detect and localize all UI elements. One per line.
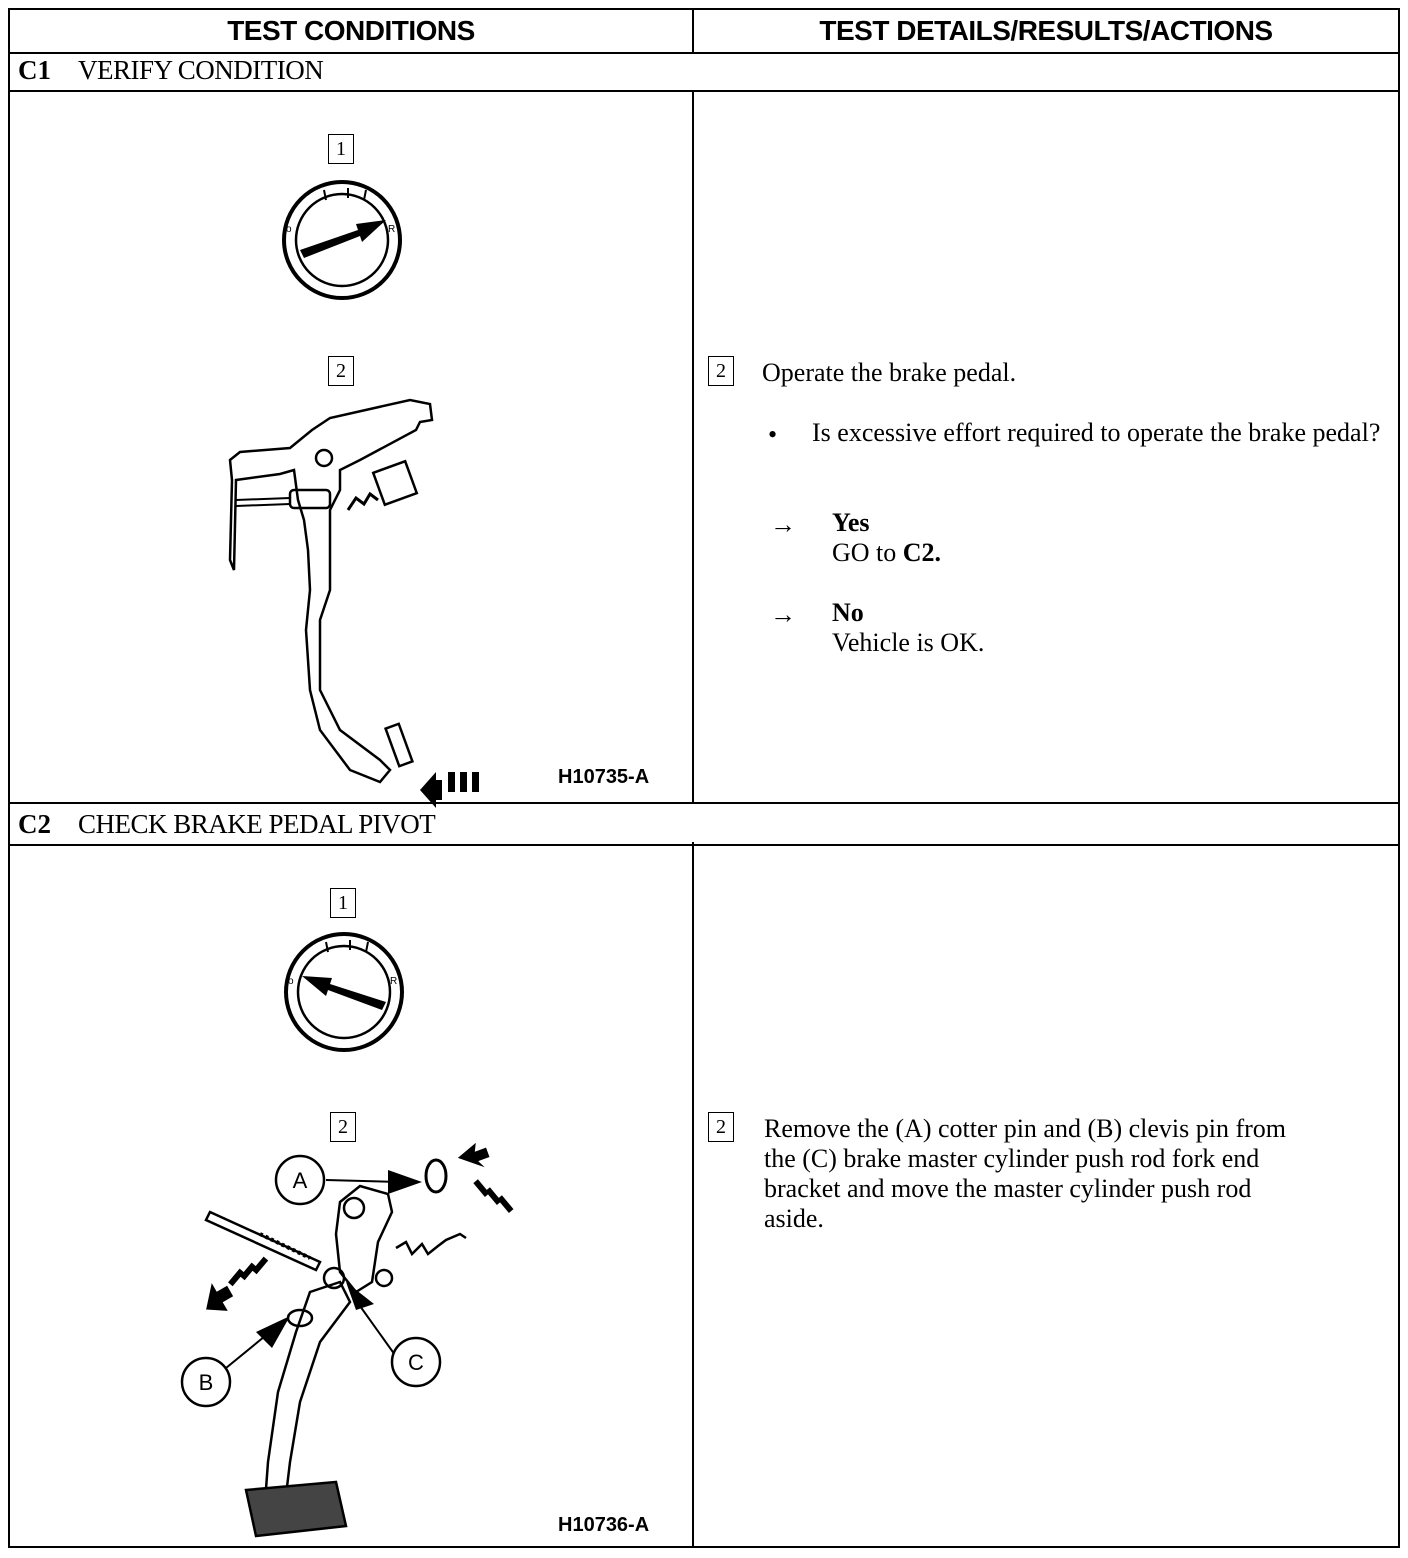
step-c1-instruction: Operate the brake pedal.: [762, 358, 1017, 387]
step-c2-id: C2: [18, 808, 51, 839]
svg-text:R: R: [390, 976, 397, 987]
step-c2-instruction-line-2: the (C) brake master cylinder push rod f…: [764, 1144, 1260, 1173]
ignition-switch-run-icon: o R: [282, 180, 402, 300]
svg-text:R: R: [388, 224, 395, 235]
svg-text:o: o: [286, 224, 292, 235]
svg-text:o: o: [288, 976, 294, 987]
ignition-switch-off-icon: o R: [284, 932, 404, 1052]
result-no-label: No: [832, 598, 864, 627]
header-test-details: TEST DETAILS/RESULTS/ACTIONS: [819, 15, 1273, 46]
result-no-arrow: →: [770, 600, 796, 629]
step-c1-content: 1 o R 2: [8, 90, 1400, 808]
step-c2-instruction-line-1: Remove the (A) cotter pin and (B) clevis…: [764, 1114, 1287, 1143]
callout-b-label: B: [199, 1370, 214, 1395]
result-no-action: Vehicle is OK.: [832, 628, 985, 657]
step-c2-content: 1 o R 2: [8, 842, 1400, 1548]
step-c1-conditions: 1 o R 2: [10, 90, 694, 808]
step-c2-detail-box: 2: [708, 1112, 734, 1142]
step-c2-title: CHECK BRAKE PEDAL PIVOT: [78, 808, 436, 839]
brake-pedal-illustration: [228, 398, 479, 808]
step-c1-title-row: C1 VERIFY CONDITION: [8, 50, 1400, 92]
result-yes-action: GO to C2.: [832, 538, 941, 568]
step-c2-box-2: 2: [330, 1112, 356, 1142]
step-c2-box-1: 1: [330, 888, 356, 918]
step-c2-title-row: C2 CHECK BRAKE PEDAL PIVOT: [8, 802, 1400, 846]
header-test-conditions: TEST CONDITIONS: [10, 10, 694, 52]
figure-id-c2: H10736-A: [558, 1514, 650, 1536]
figure-id-c1: H10735-A: [558, 766, 650, 788]
step-c2-instruction-line-4: aside.: [764, 1204, 824, 1233]
callout-c-label: C: [408, 1350, 424, 1375]
step-c2-details: 2 Remove the (A) cotter pin and (B) clev…: [694, 842, 1398, 1546]
step-c1-id: C1: [18, 54, 51, 85]
table-header: TEST CONDITIONS TEST DETAILS/RESULTS/ACT…: [8, 8, 1400, 54]
result-yes-arrow: →: [770, 510, 796, 539]
result-yes-action-prefix: GO to: [832, 538, 903, 567]
step-c1-title: VERIFY CONDITION: [78, 54, 324, 85]
result-yes-action-ref[interactable]: C2.: [902, 538, 942, 567]
result-yes-label: Yes: [832, 508, 870, 537]
brake-pedal-pivot-illustration: A B C: [180, 1142, 514, 1538]
callout-a-label: A: [293, 1168, 308, 1193]
step-c1-details: 2 Operate the brake pedal. • Is excessiv…: [694, 90, 1398, 802]
bullet-marker: •: [768, 420, 778, 449]
step-c1-box-1: 1: [328, 134, 354, 164]
step-c2-conditions: 1 o R 2: [10, 842, 694, 1546]
step-c1-detail-box: 2: [708, 356, 734, 386]
step-c1-question: Is excessive effort required to operate …: [812, 418, 1381, 447]
step-c1-box-2: 2: [328, 356, 354, 386]
step-c2-instruction-line-3: bracket and move the master cylinder pus…: [764, 1174, 1252, 1203]
diagnostic-table: TEST CONDITIONS TEST DETAILS/RESULTS/ACT…: [8, 8, 1400, 1548]
